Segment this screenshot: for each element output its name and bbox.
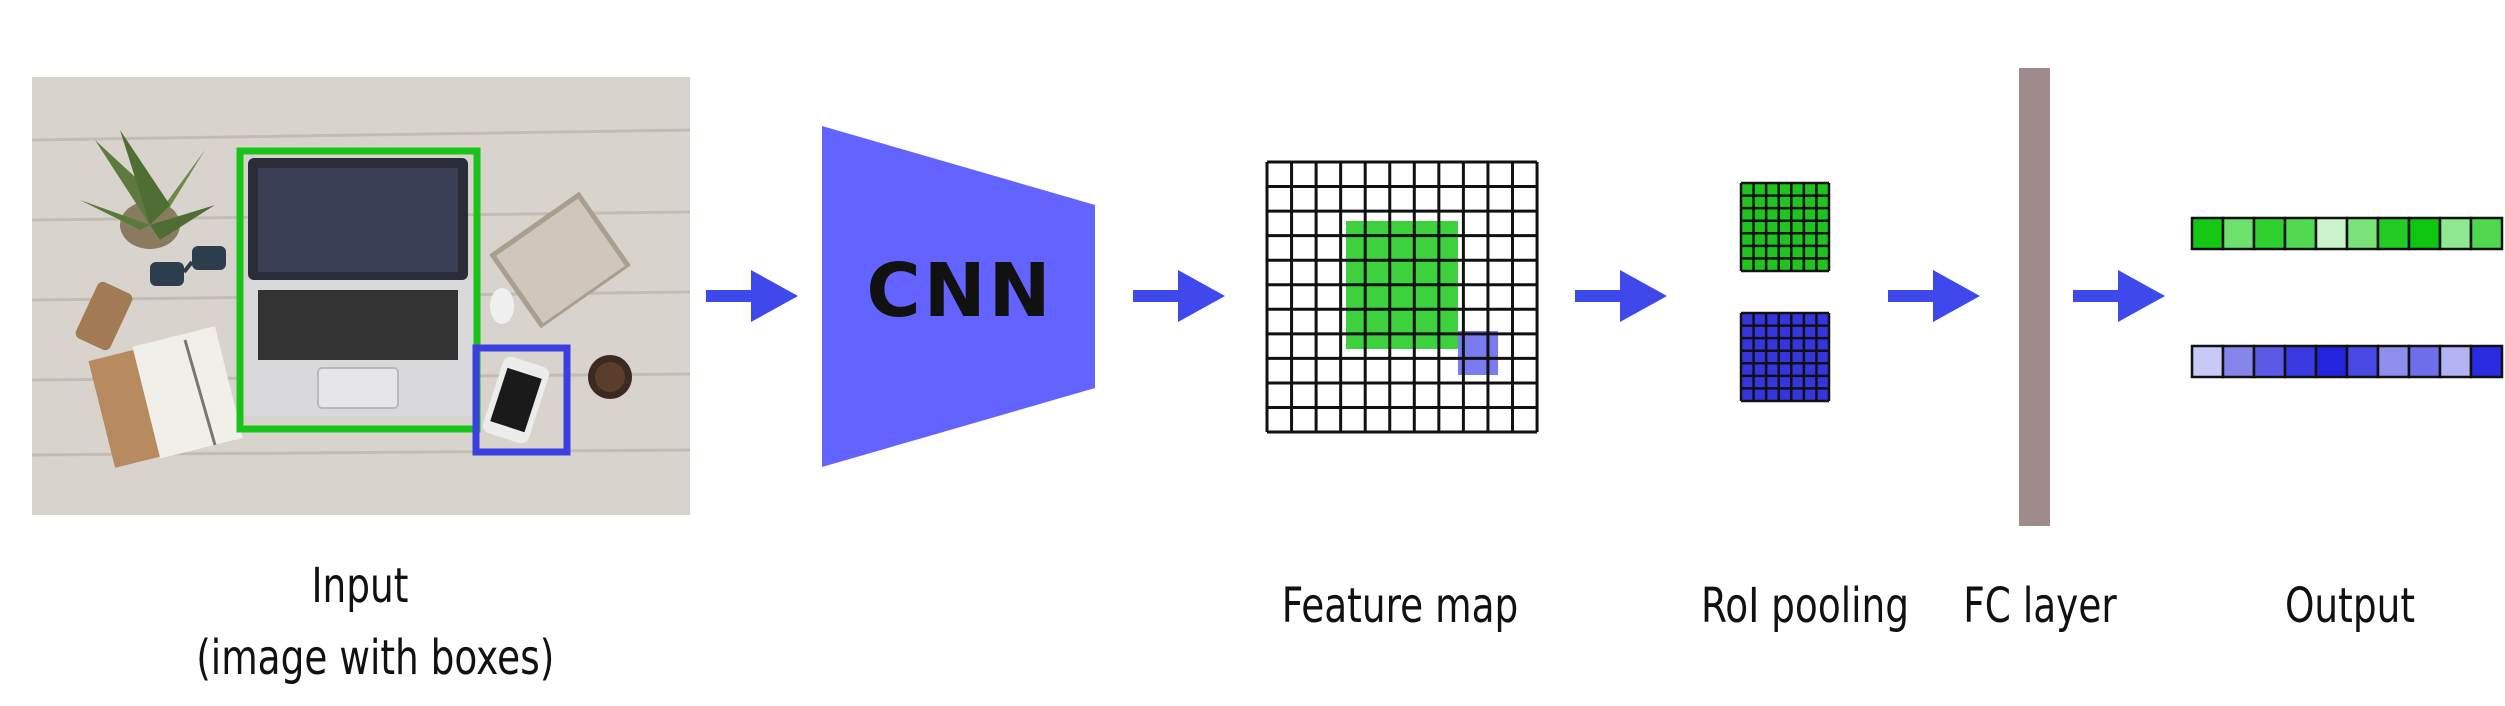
cnn-label: CNN [866,248,1054,334]
output-vector-cell [2190,344,2225,379]
output-vector-cell [2190,216,2225,251]
output-vector-cell [2345,344,2380,379]
laptop-bounding-box [236,147,481,433]
arrow-icon [1575,270,1667,322]
output-vector-cell [2221,344,2256,379]
phone-object [482,356,550,444]
output-vector-cell [2314,216,2349,251]
feature-map-caption: Feature map [1281,578,1519,634]
fc-layer-caption: FC layer [1963,578,2117,634]
output-vector-cell [2438,216,2473,251]
glasses-object [150,246,226,286]
roi-pooled-green [1739,181,1831,273]
input-caption-line1: Input [311,558,409,614]
output-vector-cell [2407,344,2442,379]
input-caption-line2: (image with boxes) [196,630,555,686]
phone-bounding-box [472,344,571,456]
output-vector-cell [2252,344,2287,379]
output-vector-cell [2376,344,2411,379]
output-caption: Output [2284,578,2416,634]
output-vector-cell [2407,216,2442,251]
arrow-icon [2073,270,2165,322]
output-vector-cell [2252,216,2287,251]
output-vector-cell [2376,216,2411,251]
roi-pooling-caption: RoI pooling [1700,578,1910,634]
output-vector-cell [2221,216,2256,251]
input-caption: Input (image with boxes) [196,550,555,694]
output-vector-cell [2345,216,2380,251]
feature-map-grid [1265,160,1539,434]
output-vector-cell [2438,344,2473,379]
output-vector-cell [2469,216,2504,251]
output-vector-cell [2283,216,2318,251]
arrow-icon [1888,270,1980,322]
plant-object [80,130,215,249]
output-vector-cell [2283,344,2318,379]
output-vector-cell [2469,344,2504,379]
arrows [706,270,2165,322]
output-vector-blue [2190,344,2504,379]
fc-layer-bar [2019,68,2050,526]
cnn-block [822,126,1095,467]
laptop-object [240,158,476,416]
output-vector-cell [2314,344,2349,379]
roi-pooled-blue [1739,311,1831,403]
output-vector-green [2190,216,2504,251]
notebook-object [88,326,243,468]
spiral-notebook-object [489,191,631,329]
arrow-icon [1133,270,1225,322]
input-image [31,77,691,515]
arrow-icon [706,270,798,322]
